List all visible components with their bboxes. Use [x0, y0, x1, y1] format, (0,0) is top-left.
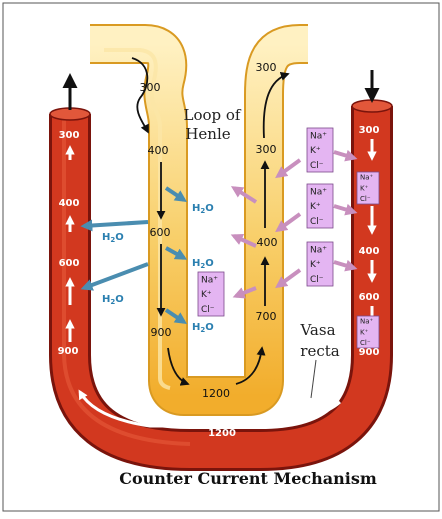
- vasa-right-value-2: 400: [359, 246, 380, 257]
- vasa-right-value-4: 900: [359, 347, 380, 358]
- water-labels: H2O H2O H2O H2O H2O: [102, 203, 214, 334]
- water-label: H2O: [102, 294, 124, 306]
- water-arrow-icon: [80, 262, 149, 291]
- ion-label: Cl⁻: [360, 339, 371, 347]
- vasa-recta-pointer-line: [310, 359, 317, 399]
- water-label: H2O: [192, 203, 214, 215]
- ion-label: Na⁺: [360, 318, 374, 326]
- loop-value-asc-3: 300: [256, 143, 277, 156]
- ion-label: Cl⁻: [310, 217, 324, 227]
- ion-boxes: Na⁺ K⁺ Cl⁻ Na⁺ K⁺ Cl⁻ Na⁺ K⁺ Cl⁻ Na⁺ K⁺ Cl⁻ Na⁺ K⁺ Cl⁻…: [197, 127, 380, 349]
- vasa-recta-label-line1: Vasa: [299, 321, 335, 339]
- water-label: H2O: [192, 258, 214, 270]
- loop-of-henle-label-line2: Henle: [185, 125, 230, 143]
- flow-arrow-icon: [167, 347, 190, 386]
- ion-box-background: [356, 315, 380, 349]
- loop-flow-arrows: [131, 57, 290, 386]
- vasa-right-value-1: 300: [359, 125, 380, 136]
- vasa-right-value-3: 600: [359, 292, 380, 303]
- ion-arrow-icon: [275, 268, 302, 289]
- ion-label: K⁺: [310, 202, 321, 212]
- vasa-values: 300 400 600 900 300 400 600 900 1200: [58, 125, 380, 439]
- vasa-left-value-3: 600: [59, 258, 80, 269]
- ion-label: K⁺: [201, 290, 212, 300]
- ion-arrow-icon: [230, 186, 258, 204]
- water-arrow-icon: [80, 219, 149, 232]
- water-arrow-icon: [164, 308, 187, 324]
- water-arrow-icon: [165, 246, 188, 260]
- ion-arrow-icon: [230, 234, 257, 248]
- loop-value-desc-2: 600: [150, 226, 171, 239]
- structure-labels: Loop of Henle Vasa recta: [184, 106, 340, 360]
- ion-box: Na⁺ K⁺ Cl⁻: [197, 271, 225, 317]
- vessel-right-opening: [351, 99, 393, 113]
- ion-box-background: [306, 241, 334, 287]
- ion-label: Cl⁻: [310, 161, 324, 171]
- ion-box-background: [306, 183, 334, 229]
- ion-box: Na⁺ K⁺ Cl⁻: [306, 127, 334, 173]
- loop-value-desc-1: 400: [148, 144, 169, 157]
- flow-arrow-icon: [235, 346, 266, 385]
- ion-label: K⁺: [310, 260, 321, 270]
- ion-arrow-icon: [275, 212, 302, 233]
- vasa-bottom-value: 1200: [208, 428, 236, 439]
- flow-arrow-icon: [131, 57, 149, 134]
- ion-box: Na⁺ K⁺ Cl⁻: [306, 183, 334, 229]
- ion-box: Na⁺ K⁺ Cl⁻: [356, 171, 380, 205]
- ion-arrow-icon: [333, 259, 358, 272]
- ion-arrow-icon: [232, 286, 257, 299]
- water-arrows: [80, 186, 188, 324]
- water-arrow-icon: [164, 186, 187, 202]
- loop-of-henle-label-line1: Loop of: [184, 106, 242, 124]
- ion-box: Na⁺ K⁺ Cl⁻: [306, 241, 334, 287]
- vasa-recta-label-line2: recta: [300, 342, 339, 360]
- loop-values: 300 400 600 900 1200 700 400 300 300: [140, 61, 278, 400]
- loop-value-asc-top: 300: [256, 61, 277, 74]
- vasa-left-value-2: 400: [59, 198, 80, 209]
- ion-label: K⁺: [360, 184, 369, 192]
- ion-label: K⁺: [360, 328, 369, 336]
- ion-box: Na⁺ K⁺ Cl⁻: [356, 315, 380, 349]
- ion-box-background: [356, 171, 380, 205]
- ion-label: Cl⁻: [360, 195, 371, 203]
- ion-label: Cl⁻: [201, 305, 215, 315]
- ion-label: Na⁺: [310, 132, 327, 142]
- loop-value-bottom: 1200: [202, 387, 230, 400]
- loop-value-desc-top: 300: [140, 81, 161, 94]
- loop-value-asc-1: 700: [256, 310, 277, 323]
- ion-arrow-icon: [333, 149, 358, 162]
- ion-arrow-icon: [275, 158, 302, 179]
- figure-title: Counter Current Mechanism: [119, 469, 377, 488]
- ion-box-background: [306, 127, 334, 173]
- ion-label: K⁺: [310, 146, 321, 156]
- bottom-flow-arrow-icon: [78, 389, 342, 428]
- ion-label: Cl⁻: [310, 275, 324, 285]
- ion-box-background: [197, 271, 225, 317]
- water-label: H2O: [192, 322, 214, 334]
- water-label: H2O: [102, 232, 124, 244]
- loop-value-asc-2: 400: [257, 236, 278, 249]
- ion-label: Na⁺: [310, 246, 327, 256]
- vasa-left-value-4: 900: [58, 346, 79, 357]
- ion-label: Na⁺: [310, 188, 327, 198]
- ion-label: Na⁺: [360, 174, 374, 182]
- ion-arrows: [230, 149, 358, 299]
- vasa-left-value-1: 300: [59, 130, 80, 141]
- loop-of-henle: [90, 24, 320, 416]
- ion-label: Na⁺: [201, 276, 218, 286]
- ion-arrow-icon: [333, 203, 358, 216]
- loop-value-desc-3: 900: [151, 326, 172, 339]
- flow-arrow-icon: [262, 72, 290, 139]
